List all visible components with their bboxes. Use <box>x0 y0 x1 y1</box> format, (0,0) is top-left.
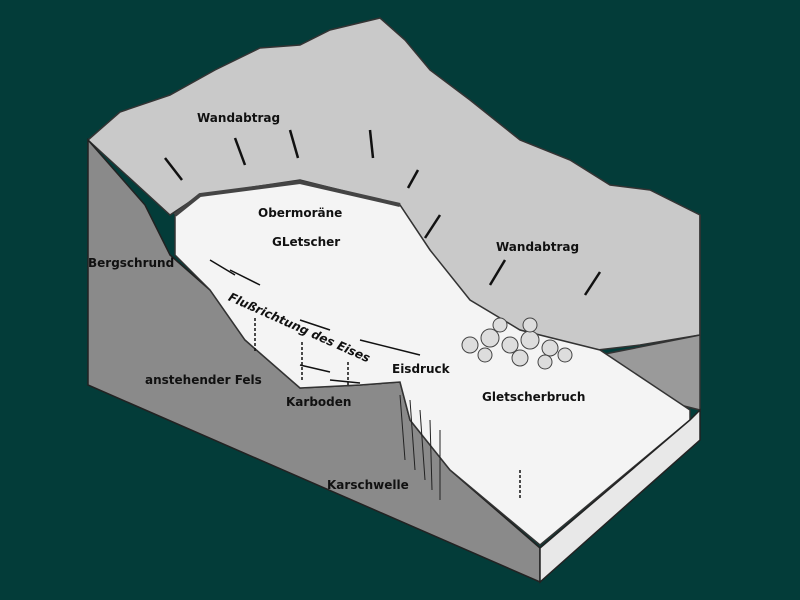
label-bergschrund: Bergschrund <box>88 256 175 270</box>
label-karboden: Karboden <box>286 395 352 409</box>
flow-arrows <box>209 259 421 384</box>
glacier-ice <box>174 181 691 546</box>
label-obermoraene: Obermoräne <box>258 206 343 220</box>
label-eisdruck: Eisdruck <box>392 362 450 376</box>
label-wandabtrag-right: Wandabtrag <box>496 240 580 254</box>
icefall-blocks <box>461 317 573 370</box>
label-wandabtrag-left: Wandabtrag <box>197 111 281 125</box>
label-karschwelle: Karschwelle <box>327 478 409 492</box>
label-gletscher: GLetscher <box>272 235 341 249</box>
label-anstehender-fels: anstehender Fels <box>145 373 262 387</box>
front-cut-face <box>539 408 701 584</box>
moraine-edge <box>173 179 401 217</box>
pressure-arrows <box>254 318 521 500</box>
label-gletscherbruch: Gletscherbruch <box>482 390 586 404</box>
erosion-arrows <box>164 129 602 296</box>
rock-fissures <box>399 394 441 500</box>
